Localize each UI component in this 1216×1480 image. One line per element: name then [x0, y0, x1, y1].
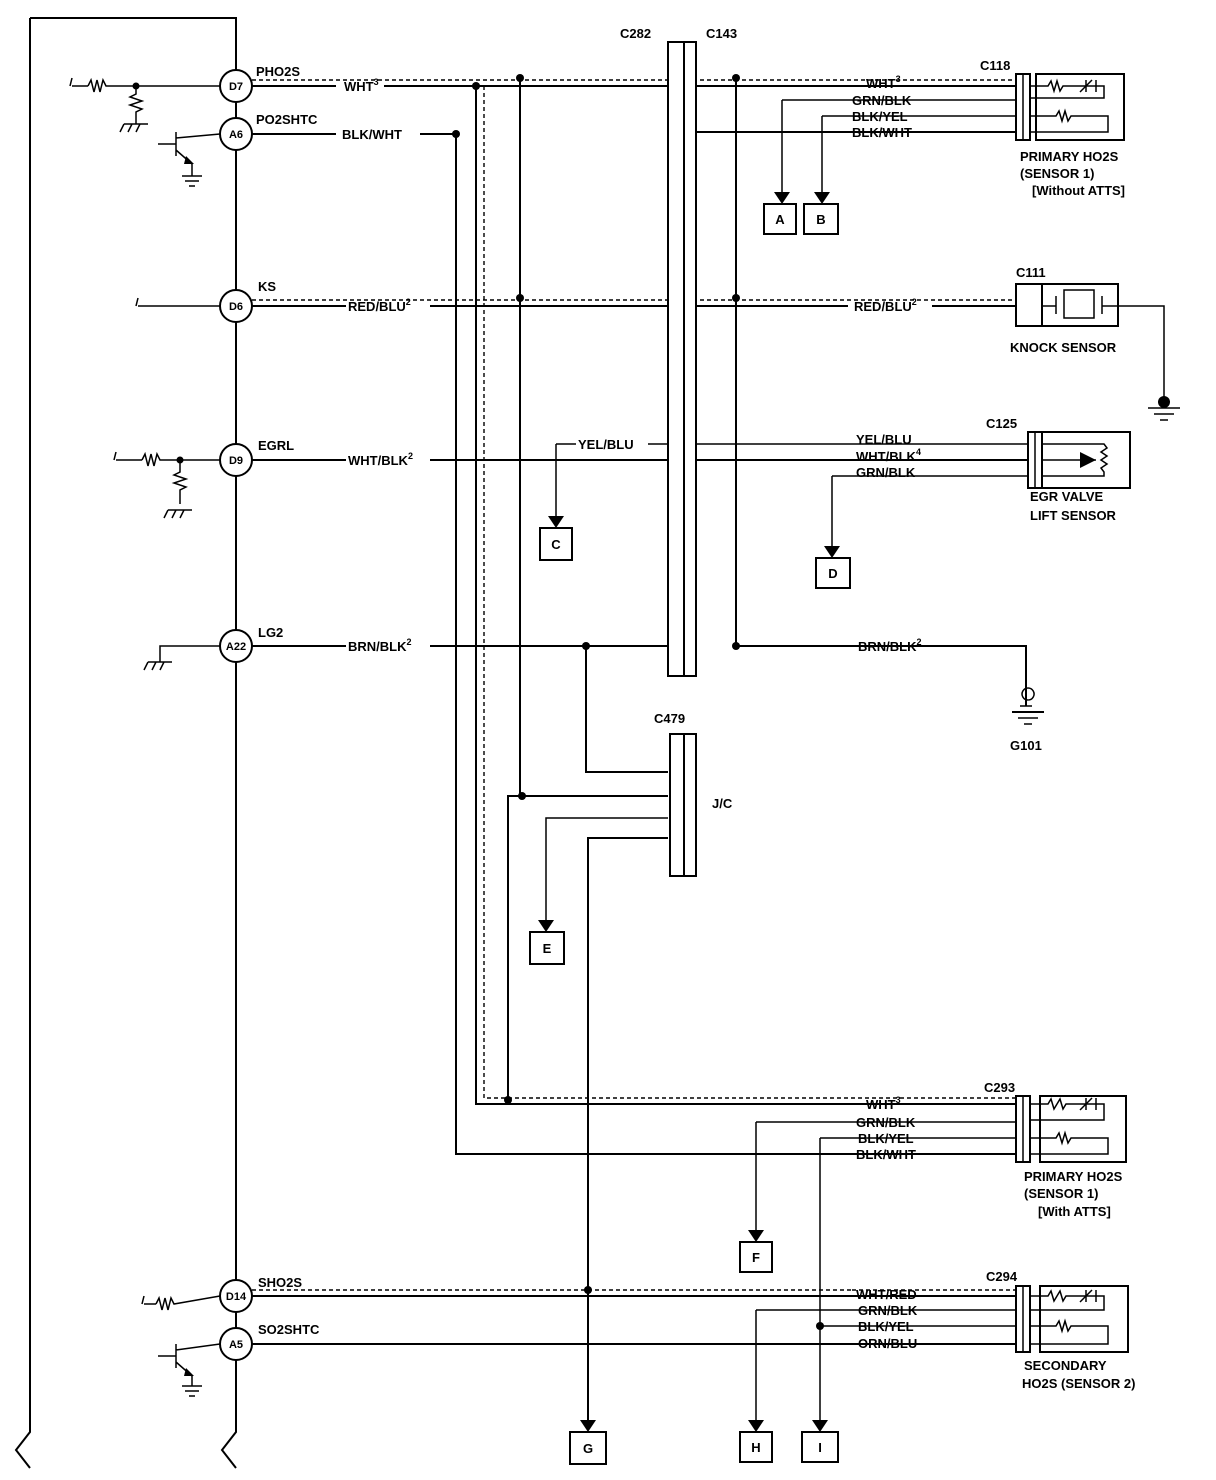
- wire-label-a6: BLK/WHT: [342, 127, 402, 142]
- svg-text:A: A: [775, 212, 785, 227]
- pin-d6-signal: KS: [258, 279, 276, 294]
- ref-box-e: E: [529, 931, 565, 965]
- ref-box-b: B: [803, 203, 839, 235]
- svg-text:G: G: [583, 1441, 593, 1456]
- g101-wire: BRN/BLK2: [858, 637, 922, 654]
- c479-label: C479: [654, 711, 685, 726]
- sensor-primary-ho2s-with-atts: WHT3 GRN/BLK BLK/YEL BLK/WHT C293 PRIMAR…: [748, 1080, 1127, 1432]
- c294-wire-2: GRN/BLK: [858, 1303, 918, 1318]
- pin-d9-label: D9: [229, 455, 243, 467]
- pin-d14-signal: SHO2S: [258, 1275, 302, 1290]
- pin-d7: D7 PHO2S: [219, 64, 300, 103]
- c118-wire-3: BLK/YEL: [852, 109, 908, 124]
- c294-wire-4: ORN/BLU: [858, 1336, 917, 1351]
- c293-wire-4: BLK/WHT: [856, 1147, 916, 1162]
- c293-wire-1: WHT3: [866, 1095, 901, 1112]
- c294-wire-3: BLK/YEL: [858, 1319, 914, 1334]
- pin-a6: A6 PO2SHTC: [219, 112, 318, 151]
- c125-label: C125: [986, 416, 1017, 431]
- c293-wire-3: BLK/YEL: [858, 1131, 914, 1146]
- jc-label: J/C: [712, 796, 733, 811]
- ref-box-a: A: [763, 203, 797, 235]
- ref-box-f: F: [739, 1241, 773, 1273]
- reference-boxes: A B C D E F G H: [529, 203, 851, 1465]
- svg-text:D: D: [828, 566, 837, 581]
- primary-w-line-2: (SENSOR 1): [1024, 1186, 1098, 1201]
- harness-trunks: [452, 74, 1027, 1432]
- c125-wire-2: WHT/BLK4: [856, 447, 921, 464]
- pin-d6-label: D6: [229, 301, 243, 313]
- wire-label-a22: BRN/BLK2: [348, 637, 412, 654]
- primary-wo-line-2: (SENSOR 1): [1020, 166, 1094, 181]
- ref-box-h: H: [739, 1431, 773, 1463]
- c293-label: C293: [984, 1080, 1015, 1095]
- pin-d9: D9 EGRL: [219, 438, 294, 477]
- pin-a22-signal: LG2: [258, 625, 283, 640]
- wire-label-d6: RED/BLU2: [348, 297, 411, 314]
- pin-d7-signal: PHO2S: [256, 64, 300, 79]
- c294-label: C294: [986, 1269, 1018, 1284]
- c282-label: C282: [620, 26, 651, 41]
- sensor-knock: RED/BLU2 C111 KNOCK SENSOR: [854, 265, 1180, 421]
- pin-a22: A22 LG2: [219, 625, 283, 663]
- egr-line-2: LIFT SENSOR: [1030, 508, 1117, 523]
- c293-wire-2: GRN/BLK: [856, 1115, 916, 1130]
- egr-line-1: EGR VALVE: [1030, 489, 1104, 504]
- connector-c479-jc: C479 J/C: [654, 711, 733, 877]
- wire-label-d9: WHT/BLK2: [348, 451, 413, 468]
- sensor-primary-ho2s-without-atts: WHT3 GRN/BLK BLK/YEL BLK/WHT C118 PRIMAR…: [696, 58, 1125, 204]
- c111-label: C111: [1016, 265, 1046, 280]
- pin-a6-signal: PO2SHTC: [256, 112, 318, 127]
- c294-wire-1: WHT/RED: [856, 1287, 917, 1302]
- pin-a6-label: A6: [229, 129, 243, 141]
- c118-label: C118: [980, 58, 1010, 73]
- ecm-internal-circuits: [69, 77, 221, 1397]
- c118-wire-1: WHT3: [866, 74, 901, 91]
- pin-a22-label: A22: [226, 641, 246, 653]
- ref-box-i: I: [801, 1431, 839, 1463]
- c118-wire-2: GRN/BLK: [852, 93, 912, 108]
- ref-box-g: G: [569, 1431, 607, 1465]
- primary-w-line-3: [With ATTS]: [1038, 1204, 1111, 1219]
- pin-a5: A5 SO2SHTC: [219, 1322, 320, 1361]
- primary-w-line-1: PRIMARY HO2S: [1024, 1169, 1123, 1184]
- secondary-line-2: HO2S (SENSOR 2): [1022, 1376, 1135, 1391]
- svg-text:F: F: [752, 1250, 760, 1265]
- secondary-line-1: SECONDARY: [1024, 1358, 1107, 1373]
- c143-label: C143: [706, 26, 737, 41]
- primary-wo-line-1: PRIMARY HO2S: [1020, 149, 1119, 164]
- pin-a5-label: A5: [229, 1339, 243, 1351]
- c125-left-wire: YEL/BLU: [578, 437, 634, 452]
- ecm-box: [14, 17, 237, 1469]
- ground-g101: BRN/BLK2 G101: [858, 637, 1044, 753]
- pin-d14-label: D14: [226, 1291, 247, 1303]
- pin-d14: D14 SHO2S: [219, 1275, 302, 1313]
- pin-d9-signal: EGRL: [258, 438, 294, 453]
- pin-a5-signal: SO2SHTC: [258, 1322, 320, 1337]
- left-wire-labels: WHT3 BLK/WHT RED/BLU2 WHT/BLK2 BRN/BLK2: [342, 77, 413, 654]
- connector-c282-c143: C282 C143: [620, 26, 737, 677]
- c111-wire: RED/BLU2: [854, 297, 917, 314]
- sensor-secondary-ho2s: WHT/RED GRN/BLK BLK/YEL ORN/BLU C294 SEC…: [748, 1269, 1135, 1432]
- svg-text:C: C: [551, 537, 561, 552]
- c125-wire-1: YEL/BLU: [856, 432, 912, 447]
- ref-box-c: C: [539, 527, 573, 561]
- c125-wire-3: GRN/BLK: [856, 465, 916, 480]
- ref-box-d: D: [815, 557, 851, 589]
- ecm-pins: D7 PHO2S A6 PO2SHTC D6 KS D9 EGRL A22 LG…: [219, 64, 320, 1361]
- wire-label-d7: WHT3: [344, 77, 379, 94]
- svg-text:B: B: [816, 212, 825, 227]
- svg-text:H: H: [751, 1440, 760, 1455]
- svg-text:I: I: [818, 1440, 822, 1455]
- c118-wire-4: BLK/WHT: [852, 125, 912, 140]
- g101-label: G101: [1010, 738, 1042, 753]
- svg-text:E: E: [543, 941, 552, 956]
- sensor-egr-valve-lift: YEL/BLU YEL/BLU WHT/BLK4 GRN/BLK C125 EG…: [548, 416, 1131, 558]
- pin-d7-label: D7: [229, 81, 243, 93]
- primary-wo-line-3: [Without ATTS]: [1032, 183, 1125, 198]
- knock-sensor-label: KNOCK SENSOR: [1010, 340, 1117, 355]
